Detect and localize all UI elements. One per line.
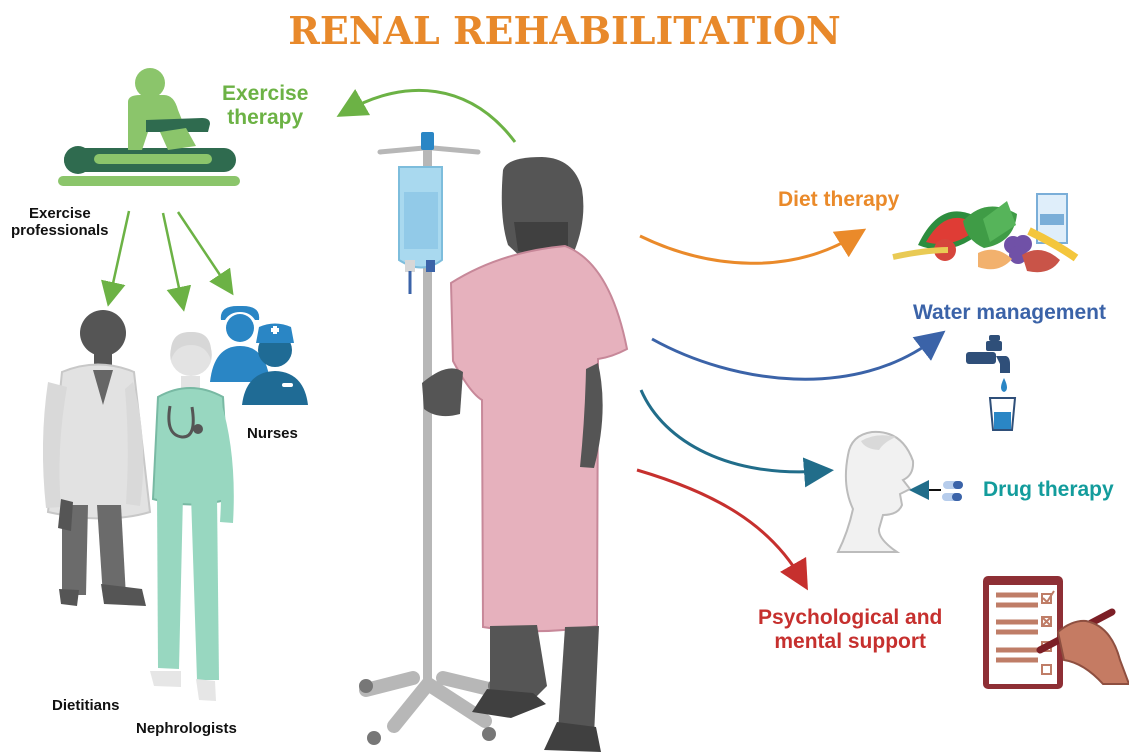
diet-therapy-label: Diet therapy <box>778 188 899 212</box>
psychological-support-line-2: mental support <box>758 630 942 654</box>
exercise-therapy-line-1: Exercise <box>222 82 308 106</box>
arrow-drug <box>641 390 822 472</box>
pill-icon <box>838 432 963 552</box>
exercise-professionals-line-1: Exercise <box>11 205 109 222</box>
water-tap-icon <box>966 335 1015 430</box>
arrow-to-nephrologists <box>163 213 182 302</box>
arrow-to-dietitians <box>110 211 129 297</box>
exercise-therapy-line-2: therapy <box>222 106 308 130</box>
nurse-icon <box>210 306 308 405</box>
water-management-label: Water management <box>913 301 1106 325</box>
arrow-to-nurses <box>178 212 228 287</box>
psychological-support-line-1: Psychological and <box>758 606 942 630</box>
arrow-water <box>652 338 936 379</box>
nurses-label: Nurses <box>247 425 298 442</box>
patient-figure <box>422 157 627 752</box>
arrow-psych <box>637 470 802 580</box>
arrow-diet <box>640 235 856 263</box>
nephrologists-label: Nephrologists <box>136 720 237 737</box>
dietitian-figure <box>43 310 150 606</box>
drug-therapy-label: Drug therapy <box>983 478 1114 502</box>
iv-drip-icon <box>359 132 502 745</box>
dietitians-label: Dietitians <box>52 697 120 714</box>
psychological-support-label: Psychological and mental support <box>758 606 942 654</box>
exercise-professionals-line-2: professionals <box>11 222 109 239</box>
exercise-therapy-label: Exercise therapy <box>222 82 308 130</box>
checklist-icon <box>983 576 1129 689</box>
physiotherapy-icon <box>58 68 240 186</box>
nephrologist-figure <box>150 332 234 701</box>
food-icon <box>893 194 1076 272</box>
page-title: RENAL REHABILITATION <box>0 8 1129 53</box>
exercise-professionals-label: Exercise professionals <box>11 205 109 240</box>
